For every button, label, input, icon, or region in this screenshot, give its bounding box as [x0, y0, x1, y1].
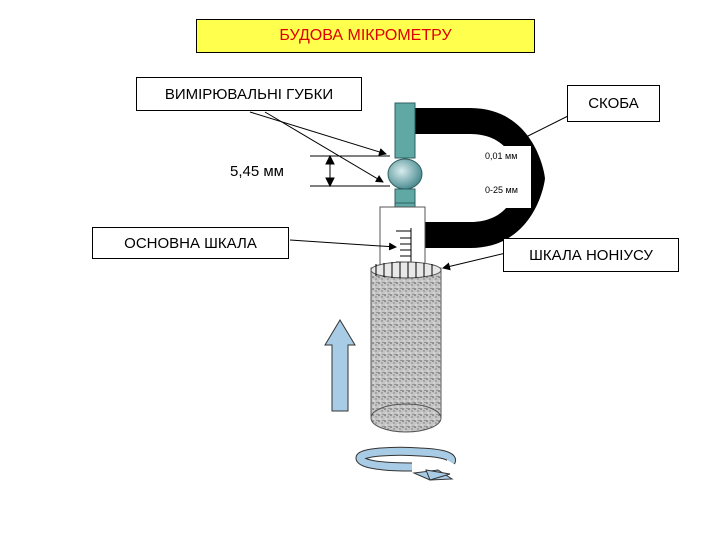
range-label: 0-25 мм — [485, 185, 518, 195]
measurement-value: 5,45 мм — [230, 163, 284, 180]
frame-plate — [478, 146, 531, 208]
frame-shape — [415, 108, 545, 248]
sleeve — [379, 206, 426, 268]
diagram-title: БУДОВА МІКРОМЕТРУ — [196, 19, 535, 53]
up-arrow — [324, 319, 356, 412]
measured-ball — [387, 158, 423, 190]
resolution-label: 0,01 мм — [485, 151, 518, 161]
vernier-scale-label: ШКАЛА НОНІУСУ — [503, 238, 679, 272]
jaws-label: ВИМІРЮВАЛЬНІ ГУБКИ — [136, 77, 362, 111]
vernier-ticks — [375, 262, 433, 278]
thimble-top — [370, 261, 442, 279]
thimble-bottom — [370, 403, 442, 433]
pointer-lines — [249, 111, 571, 271]
thimble — [370, 267, 442, 419]
measurement-bracket — [310, 154, 390, 188]
frame-label: СКОБА — [567, 85, 660, 122]
anvil — [394, 102, 416, 159]
main-scale-label: ОСНОВНА ШКАЛА — [92, 227, 289, 259]
